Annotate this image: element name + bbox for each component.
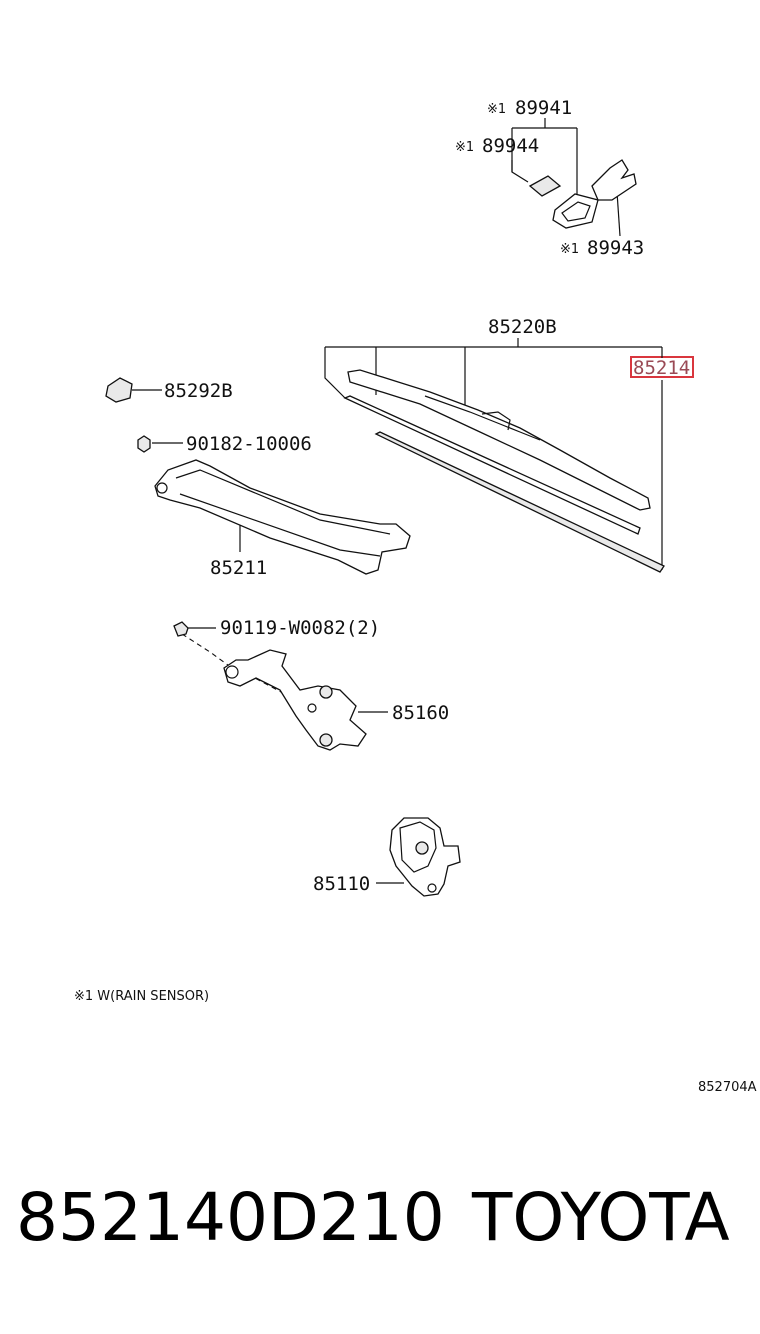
leader-89944 [511,160,529,183]
part-label-85211[interactable]: 85211 [210,557,267,579]
blade-clip-line [481,411,511,431]
arm-nut-part[interactable] [137,435,151,453]
motor-shaft [415,841,429,855]
brand-title: TOYOTA [472,1179,730,1256]
rain-mark-89941: ※1 [487,102,506,117]
wiper-blade-part[interactable] [347,369,651,511]
motor-housing-detail [399,821,437,873]
rain-sensor-lens [561,201,591,222]
part-label-89944[interactable]: 89944 [482,135,539,157]
linkage-pivot-top [319,685,333,699]
arm-pivot-hole [156,482,168,494]
rain-mark-89943: ※1 [560,242,579,257]
part-label-85214[interactable]: 85214 [633,357,690,379]
part-number-title: 852140D210 [16,1179,445,1256]
blade-spine-line [424,395,541,441]
part-label-85292B[interactable]: 85292B [164,380,233,402]
rain-sensor-group: ※1 89941 ※1 89944 ※1 89943 [455,97,644,259]
leader-89941 [511,118,578,198]
part-label-85220B[interactable]: 85220B [488,316,557,338]
wiper-arm-group: 85292B 90182-10006 85211 [105,377,411,579]
part-label-90182[interactable]: 90182-10006 [186,433,312,455]
footer: 852140D210 TOYOTA [0,1185,760,1285]
part-label-85110[interactable]: 85110 [313,873,370,895]
linkage-pivot-left [225,665,239,679]
leader-89943 [616,191,621,237]
arm-cap-part[interactable] [105,377,133,403]
part-label-90119[interactable]: 90119-W0082(2) [220,617,380,639]
rain-mark-89944: ※1 [455,140,474,155]
sensor-pad-part[interactable] [528,175,562,197]
blade-rubber-upper[interactable] [343,395,641,535]
wiper-refill-85214-part[interactable] [374,431,665,573]
motor-mount-hole [427,883,437,893]
wiper-motor-part[interactable] [389,817,461,897]
wiper-blade-group: 85220B 85214 [324,316,694,573]
linkage-pivot-bottom [319,733,333,747]
rain-sensor-part[interactable] [552,193,599,229]
wiper-linkage-part[interactable] [223,649,367,751]
linkage-pivot-mid [307,703,317,713]
motor-group: 85110 [313,817,461,897]
part-label-89941[interactable]: 89941 [515,97,572,119]
parts-diagram: ※1 89941 ※1 89944 ※1 89943 85220B 85214 [74,97,757,1095]
wiper-arm-part[interactable] [154,459,411,575]
linkage-group: 90119-W0082(2) 85160 [173,617,449,751]
sensor-cover-part[interactable] [591,159,637,201]
linkage-bolt-part[interactable] [173,621,189,637]
rain-sensor-note: ※1 W(RAIN SENSOR) [74,989,209,1004]
part-label-89943[interactable]: 89943 [587,237,644,259]
wiper-arm-detail [175,469,391,557]
part-label-85160[interactable]: 85160 [392,702,449,724]
leader-85220B [324,338,663,570]
figure-code: 852704A [698,1080,757,1095]
